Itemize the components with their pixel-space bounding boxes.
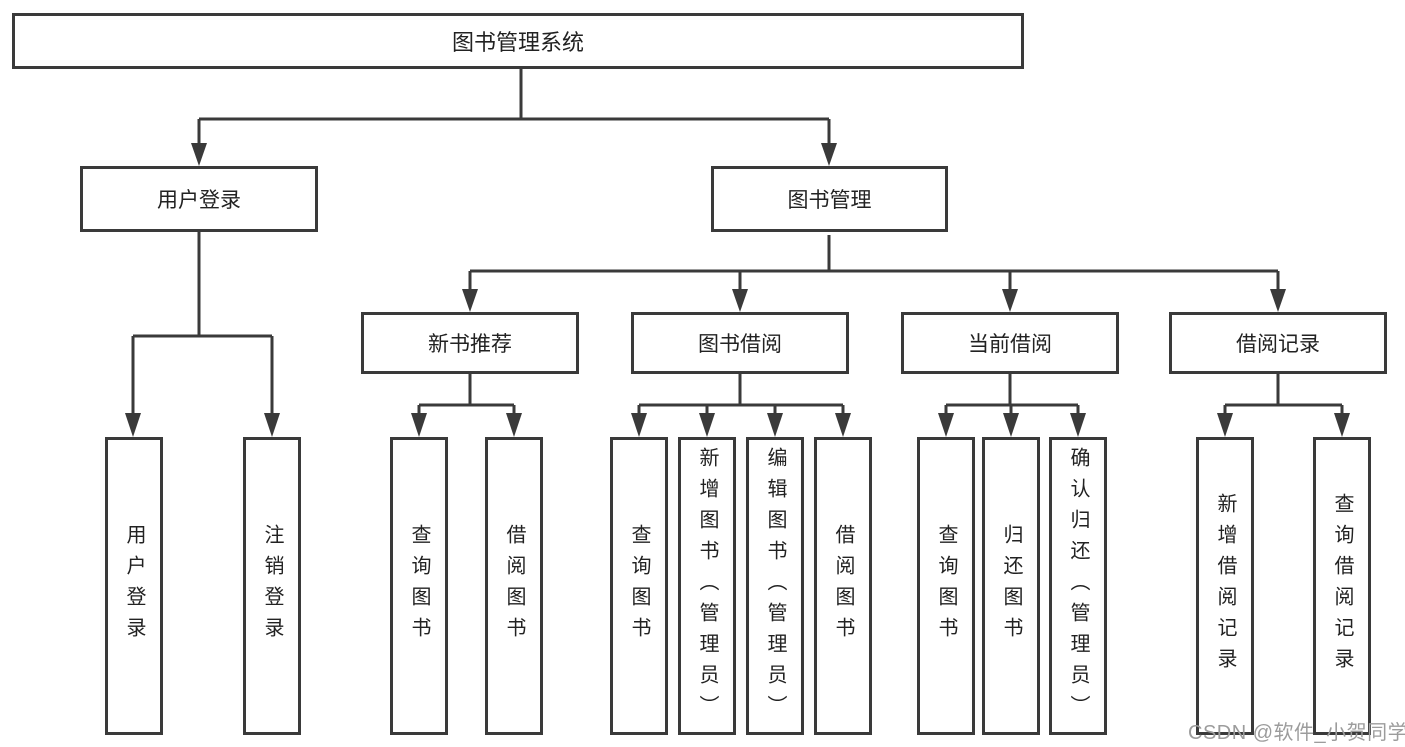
node-root-library-system: 图书管理系统: [12, 13, 1024, 69]
leaf-label: 查询借阅记录: [1331, 493, 1353, 679]
node-label: 图书管理: [787, 189, 872, 212]
connector-borrowing-records-children: [1217, 374, 1350, 437]
node-book-management: 图书管理: [711, 166, 948, 232]
connector-new-book-recommendation-children: [411, 374, 522, 437]
leaf-label: 确认归还（管理员）: [1067, 446, 1089, 726]
leaf-label: 用户登录: [123, 524, 145, 648]
leaf-label: 查询图书: [935, 524, 957, 648]
leaf-recommend-query-books: 查询图书: [390, 437, 448, 735]
leaf-add-books-admin: 新增图书（管理员）: [678, 437, 736, 735]
leaf-add-borrow-record: 新增借阅记录: [1196, 437, 1254, 735]
node-borrowing-records: 借阅记录: [1169, 312, 1387, 374]
node-book-borrowing: 图书借阅: [631, 312, 849, 374]
leaf-label: 注销登录: [261, 524, 283, 648]
leaf-label: 借阅图书: [503, 524, 525, 648]
leaf-query-borrow-record: 查询借阅记录: [1313, 437, 1371, 735]
node-label: 图书借阅: [698, 333, 782, 356]
leaf-logout: 注销登录: [243, 437, 301, 735]
leaf-label: 借阅图书: [832, 524, 854, 648]
node-user-login: 用户登录: [80, 166, 318, 232]
node-label: 用户登录: [157, 189, 241, 212]
leaf-label: 查询图书: [628, 524, 650, 648]
leaf-current-query-books: 查询图书: [917, 437, 975, 735]
node-label: 借阅记录: [1236, 333, 1320, 356]
node-label: 当前借阅: [968, 333, 1052, 356]
node-label: 新书推荐: [428, 333, 512, 356]
leaf-borrowing-query-books: 查询图书: [610, 437, 668, 735]
node-current-borrowing: 当前借阅: [901, 312, 1119, 374]
leaf-label: 新增图书（管理员）: [696, 446, 718, 726]
leaf-user-login: 用户登录: [105, 437, 163, 735]
leaf-label: 新增借阅记录: [1214, 493, 1236, 679]
leaf-label: 编辑图书（管理员）: [764, 446, 786, 726]
leaf-confirm-return-admin: 确认归还（管理员）: [1049, 437, 1107, 735]
connector-book-borrowing-children: [631, 374, 851, 437]
connector-root-to-level2: [191, 69, 837, 166]
leaf-recommend-borrow-books: 借阅图书: [485, 437, 543, 735]
leaf-label: 归还图书: [1000, 524, 1022, 648]
leaf-edit-books-admin: 编辑图书（管理员）: [746, 437, 804, 735]
leaf-borrow-books: 借阅图书: [814, 437, 872, 735]
node-new-book-recommendation: 新书推荐: [361, 312, 579, 374]
connector-user-login-children: [125, 232, 280, 437]
leaf-return-books: 归还图书: [982, 437, 1040, 735]
connector-book-management-children: [462, 235, 1286, 312]
connector-current-borrowing-children: [938, 374, 1086, 437]
csdn-watermark: CSDN @软件_小贺同学: [1188, 722, 1405, 744]
node-label: 图书管理系统: [451, 30, 584, 55]
leaf-label: 查询图书: [408, 524, 430, 648]
